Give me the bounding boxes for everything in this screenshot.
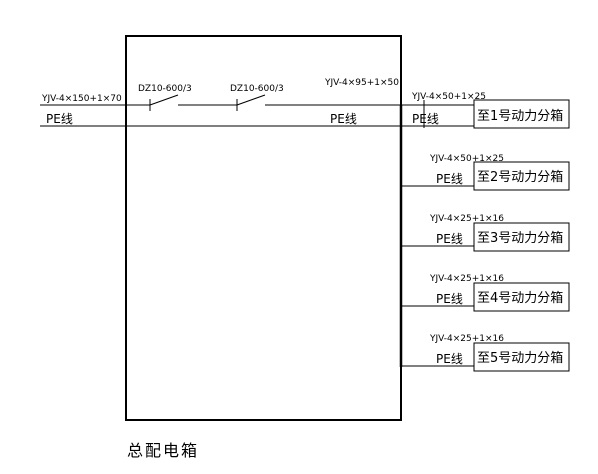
target-box-1 bbox=[473, 99, 570, 129]
branch-1-cable-label: YJV-4×50+1×25 bbox=[411, 92, 486, 102]
branch-4-pe-label: PE线 bbox=[436, 292, 463, 306]
target-box-5 bbox=[473, 342, 570, 372]
branch-4-target-label: 至4号动力分箱 bbox=[477, 290, 563, 306]
branch-3-target-label: 至3号动力分箱 bbox=[477, 230, 563, 246]
branch-1-target-label: 至1号动力分箱 bbox=[477, 108, 563, 124]
box-title: 总配电箱 bbox=[127, 441, 199, 460]
branch-1-pe-label: PE线 bbox=[412, 112, 439, 126]
branch-5-pe-label: PE线 bbox=[436, 352, 463, 366]
branch-3-cable-label: YJV-4×25+1×16 bbox=[429, 214, 504, 224]
breaker-1-label: DZ10-600/3 bbox=[138, 84, 192, 94]
breaker-1-blade bbox=[149, 94, 179, 106]
main-bus-cable-label: YJV-4×95+1×50 bbox=[324, 78, 399, 88]
branch-5-target-label: 至5号动力分箱 bbox=[477, 350, 563, 366]
breaker-2-label: DZ10-600/3 bbox=[230, 84, 284, 94]
breaker-2-blade bbox=[236, 94, 266, 106]
target-box-4 bbox=[473, 282, 570, 312]
incoming-pe-label: PE线 bbox=[46, 112, 73, 126]
branch-5-cable-label: YJV-4×25+1×16 bbox=[429, 334, 504, 344]
branch-2-cable-label: YJV-4×50+1×25 bbox=[429, 154, 504, 164]
branch-2-pe-label: PE线 bbox=[436, 172, 463, 186]
branch-2-target-label: 至2号动力分箱 bbox=[477, 169, 563, 185]
branch-4-cable-label: YJV-4×25+1×16 bbox=[429, 274, 504, 284]
incoming-cable-label: YJV-4×150+1×70 bbox=[41, 94, 122, 104]
branch-3-pe-label: PE线 bbox=[436, 232, 463, 246]
target-box-3 bbox=[473, 222, 570, 252]
main-bus-pe-label: PE线 bbox=[330, 112, 357, 126]
target-box-2 bbox=[473, 161, 570, 191]
